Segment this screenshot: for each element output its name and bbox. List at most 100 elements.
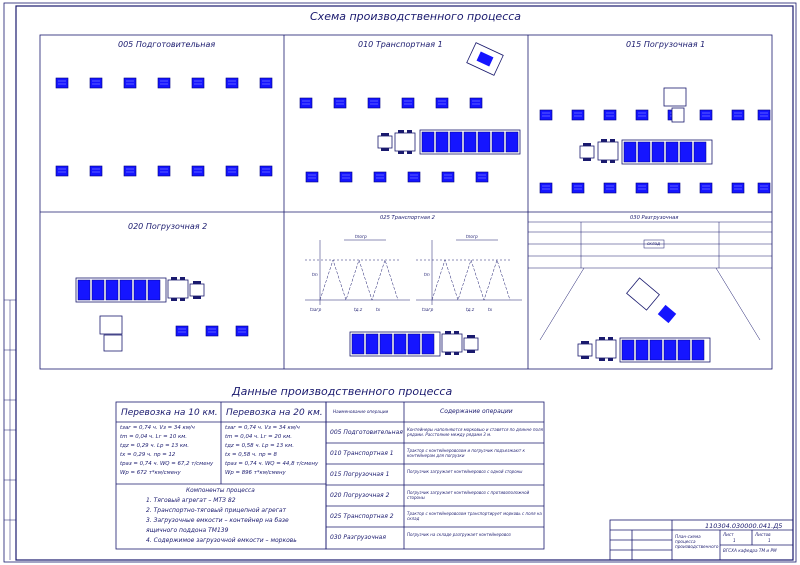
container-box [401, 97, 415, 109]
containers-other-panels [175, 97, 771, 337]
containers-panel-005 [55, 77, 273, 177]
trailer-load [691, 339, 705, 361]
tractor-body [167, 279, 189, 299]
tractor-wheel [608, 358, 613, 361]
container-box [225, 77, 239, 89]
panel-title-005: 005 Подготовительная [118, 40, 216, 49]
container-box [55, 77, 69, 89]
loader-load [476, 51, 494, 67]
warehouse-label: склад [647, 241, 660, 246]
trailer-load [505, 131, 519, 153]
trailer-load [463, 131, 477, 153]
container-box [441, 171, 455, 183]
components-title: Компоненты процесса [186, 488, 255, 494]
operation-name: 005 Подготовительная [330, 429, 403, 436]
tractor-wheel [398, 130, 404, 133]
trailer-load [649, 339, 663, 361]
label-tpogr-2: tпогр [466, 234, 478, 239]
stamp-sheet-no: 1 [733, 538, 736, 543]
tractor-trailer-units [75, 42, 713, 363]
tractor-wheel [171, 277, 177, 280]
container-box [373, 171, 387, 183]
warehouse-area [528, 221, 772, 341]
component-line: 2. Транспортно-тяговый прицепной агрегат [146, 507, 287, 514]
loader-body [99, 315, 123, 335]
container-box [157, 165, 171, 177]
tractor-wheel [407, 130, 412, 133]
label-tpogr-1: tпогр [355, 234, 367, 239]
container-box [539, 109, 553, 121]
stamp-sheets-label: Листов [755, 532, 771, 537]
transport-value-line: tх = 0,29 ч. пр = 12 [120, 452, 176, 458]
tractor-wheel [610, 160, 615, 163]
timing-diagram [305, 239, 522, 305]
trailer-load [635, 339, 649, 361]
component-line: ящичного поддона ТМ139 [146, 527, 229, 534]
transport-value-line: tдz = 0,29 ч. Lр = 13 км. [120, 443, 189, 449]
label-tdz-2: tд.z [466, 307, 475, 312]
loader-mast [671, 107, 685, 123]
loader-body [663, 87, 687, 107]
trailer-load [693, 141, 707, 163]
container-box [191, 165, 205, 177]
tractor-wheel [398, 151, 404, 154]
panel-title-030: 030 Разгрузочная [630, 215, 679, 221]
trailer-load [449, 131, 463, 153]
container-box [305, 171, 319, 183]
container-box [367, 97, 381, 109]
container-box [191, 77, 205, 89]
label-tdz-1: tд.z [354, 307, 363, 312]
operation-content: Погрузчик загружает контейнеровоз с прот… [407, 490, 530, 500]
container-box [699, 182, 713, 194]
component-line: 1. Тяговый агрегат – МТЗ 82 [146, 497, 236, 504]
transport-value-line: tдz = 0,58 ч. Lр = 13 км. [225, 443, 294, 449]
tractor-wheel [384, 133, 389, 136]
trailer-load [407, 333, 421, 355]
container-box [235, 325, 249, 337]
tractor-wheel [384, 148, 389, 151]
container-box [757, 109, 771, 121]
trailer-load [637, 141, 651, 163]
trailer-load [379, 333, 393, 355]
tractor-body [394, 132, 416, 152]
tractor-body [377, 135, 393, 149]
label-tzagr-1: tзагр [310, 307, 322, 312]
trailer-load [477, 131, 491, 153]
tractor-wheel [601, 139, 607, 142]
trailer-load [351, 333, 365, 355]
operation-content: Трактор с контейнеровозом и погрузчик по… [407, 448, 525, 458]
container-box [205, 325, 219, 337]
operation-name: 020 Погрузочная 2 [330, 492, 390, 499]
label-tm-2: tm [424, 272, 430, 277]
container-box [175, 325, 189, 337]
trailer-load [491, 131, 505, 153]
container-box [571, 182, 585, 194]
transport-value-line: tх = 0,58 ч. пр = 8 [225, 452, 277, 458]
operation-name: 030 Разгрузочная [330, 534, 386, 541]
tractor-body [579, 145, 595, 159]
stamp-code: 110304.030000.041.Д5 [705, 522, 783, 530]
container-box [407, 171, 421, 183]
transport-value-line: Wр = 896 т*км/смену [225, 470, 286, 476]
container-box [333, 97, 347, 109]
container-box [89, 77, 103, 89]
stamp-sheet-label: Лист [723, 532, 734, 537]
tractor-body [577, 343, 593, 357]
trailer-load [677, 339, 691, 361]
trailer-load [365, 333, 379, 355]
operation-content: Трактор с контейнеровозом транспортирует… [407, 511, 542, 521]
container-box [475, 171, 489, 183]
operation-name: 015 Погрузочная 1 [330, 471, 390, 478]
tractor-wheel [196, 296, 201, 299]
trailer-load [91, 279, 105, 301]
trailer-load [119, 279, 133, 301]
transport-10km-header: Перевозка на 10 км. [121, 408, 218, 418]
container-box [635, 182, 649, 194]
tractor-wheel [407, 151, 412, 154]
tractor-wheel [470, 335, 475, 338]
tractor-wheel [599, 337, 605, 340]
container-box [225, 165, 239, 177]
panel-title-015: 015 Погрузочная 1 [626, 40, 706, 49]
container-box [571, 109, 585, 121]
title-block [609, 519, 794, 561]
